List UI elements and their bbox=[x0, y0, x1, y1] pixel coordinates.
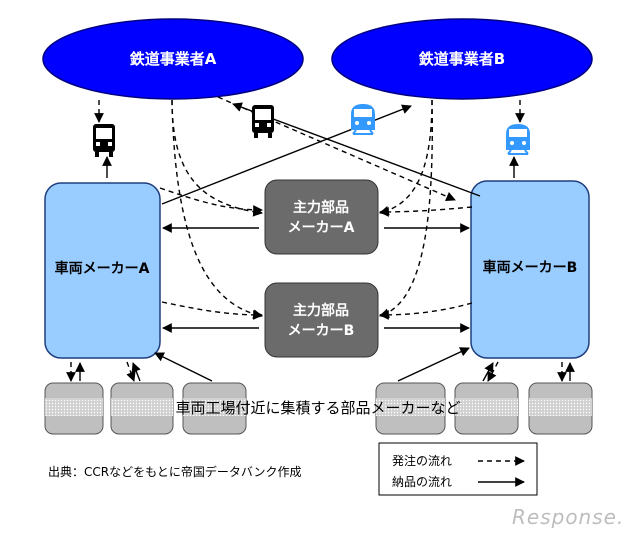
legend: 発注の流れ 納品の流れ bbox=[378, 442, 538, 496]
major-parts-b-line1: 主力部品 bbox=[293, 302, 349, 319]
order-flows bbox=[66, 96, 567, 382]
response-logo: Response. bbox=[512, 505, 624, 529]
maker-b: 車両メーカーB bbox=[470, 180, 590, 359]
legend-delivery-label: 納品の流れ bbox=[392, 475, 452, 489]
maker-a-label: 車両メーカーA bbox=[55, 260, 150, 277]
small-parts-box bbox=[528, 382, 593, 435]
bus-icon bbox=[93, 124, 115, 157]
operator-a: 鉄道事業者A bbox=[42, 18, 304, 100]
train-icon bbox=[350, 103, 376, 135]
major-parts-maker-a: 主力部品 メーカーA bbox=[264, 179, 379, 255]
operator-a-label: 鉄道事業者A bbox=[130, 50, 217, 68]
small-parts-box bbox=[44, 382, 104, 435]
legend-order-label: 発注の流れ bbox=[392, 453, 452, 468]
source-note: 出典：CCRなどをもとに帝国データバンク作成 bbox=[48, 464, 301, 479]
operator-b-label: 鉄道事業者B bbox=[419, 50, 505, 68]
small-parts-box bbox=[454, 382, 519, 435]
small-parts-box bbox=[110, 382, 174, 435]
small-parts-makers bbox=[44, 382, 593, 435]
major-parts-b-line2: メーカーB bbox=[288, 323, 355, 339]
operator-b: 鉄道事業者B bbox=[331, 18, 593, 100]
maker-b-label: 車両メーカーB bbox=[483, 259, 578, 276]
major-parts-a-line1: 主力部品 bbox=[293, 199, 349, 216]
cluster-label: 車両工場付近に集積する部品メーカーなど bbox=[175, 399, 460, 417]
train-icon bbox=[505, 123, 531, 155]
maker-a: 車両メーカーA bbox=[44, 182, 161, 359]
bus-icon bbox=[252, 105, 274, 138]
major-parts-maker-b: 主力部品 メーカーB bbox=[264, 282, 379, 358]
small-parts-box bbox=[375, 382, 446, 435]
small-parts-box bbox=[182, 382, 247, 435]
major-parts-a-line2: メーカーA bbox=[288, 220, 355, 236]
